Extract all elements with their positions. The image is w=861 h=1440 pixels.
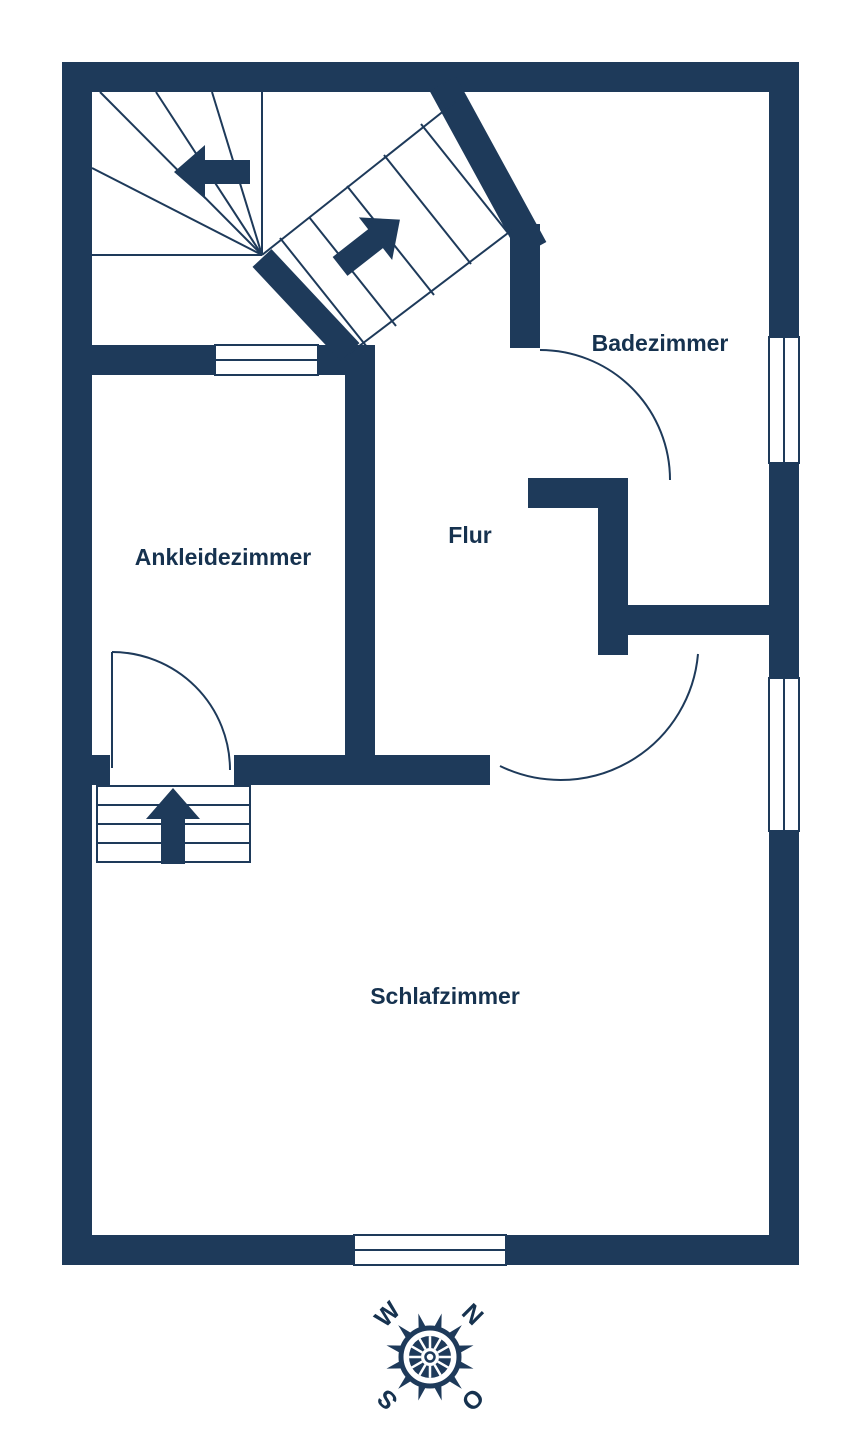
- door-arc-schlafzimmer: [499, 653, 699, 781]
- compass-hub-hole: [421, 1348, 439, 1366]
- windows: [214, 336, 805, 1271]
- lower-staircase: [96, 785, 251, 864]
- window-right-lower: [763, 677, 805, 832]
- door-arc-badezimmer: [539, 349, 671, 481]
- room-label-flur: Flur: [448, 522, 491, 548]
- compass-rose: N O S W: [369, 1296, 489, 1416]
- interior-walls: [92, 76, 769, 785]
- door-arc-ankleidezimmer: [111, 651, 231, 771]
- window-right-upper: [763, 336, 805, 464]
- upper-staircase: [91, 91, 513, 361]
- room-labels: Badezimmer Flur Ankleidezimmer Schlafzim…: [135, 330, 729, 1009]
- outer-walls: [62, 62, 799, 1265]
- doors: [111, 349, 699, 781]
- stair-direction-arrow-west: [174, 145, 250, 199]
- compass-rim: [398, 1325, 462, 1389]
- room-label-schlafzimmer: Schlafzimmer: [370, 983, 520, 1009]
- window-bottom: [353, 1229, 507, 1271]
- compass-center-dot: [424, 1351, 436, 1363]
- room-label-ankleidezimmer: Ankleidezimmer: [135, 544, 311, 570]
- room-label-badezimmer: Badezimmer: [592, 330, 729, 356]
- door-ankleidezimmer: [111, 651, 231, 771]
- stair-direction-arrow-northeast: [323, 198, 417, 288]
- opening-stair-railing: [214, 344, 319, 376]
- compass-spokes: [409, 1336, 451, 1378]
